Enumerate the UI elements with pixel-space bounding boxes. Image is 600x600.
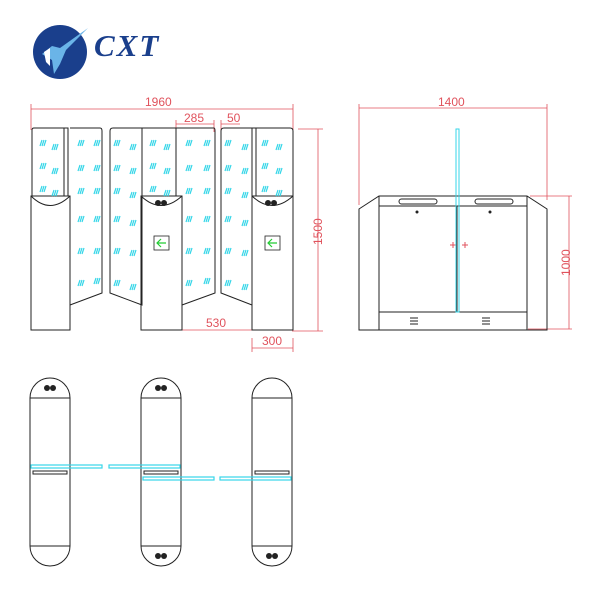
logo-mark-icon (33, 25, 88, 79)
dim-side-height: 1000 (559, 249, 573, 276)
dim-cabinet-width: 300 (262, 334, 282, 348)
dim-side-width: 1400 (438, 95, 465, 109)
side-markers (450, 242, 468, 248)
dim-height: 1500 (311, 218, 325, 245)
side-view (358, 195, 548, 331)
arrow-left-icon (153, 235, 281, 251)
glass-wing (455, 128, 460, 313)
sensor-icon (155, 200, 277, 206)
dim-gap: 50 (227, 111, 241, 125)
side-dots (415, 210, 492, 214)
top-view (29, 377, 293, 567)
front-dimensions (30, 104, 323, 352)
dim-panel-width: 285 (184, 111, 204, 125)
top-glass-wings (30, 464, 292, 481)
side-dimensions (358, 104, 572, 330)
front-view (30, 127, 294, 331)
glass-hatching (39, 139, 283, 291)
brand-name: CXT (94, 28, 161, 63)
cxt-logo (30, 22, 190, 82)
top-sensor-icons (44, 385, 278, 559)
dim-overall-width: 1960 (145, 95, 172, 109)
dim-passage: 530 (206, 316, 226, 330)
